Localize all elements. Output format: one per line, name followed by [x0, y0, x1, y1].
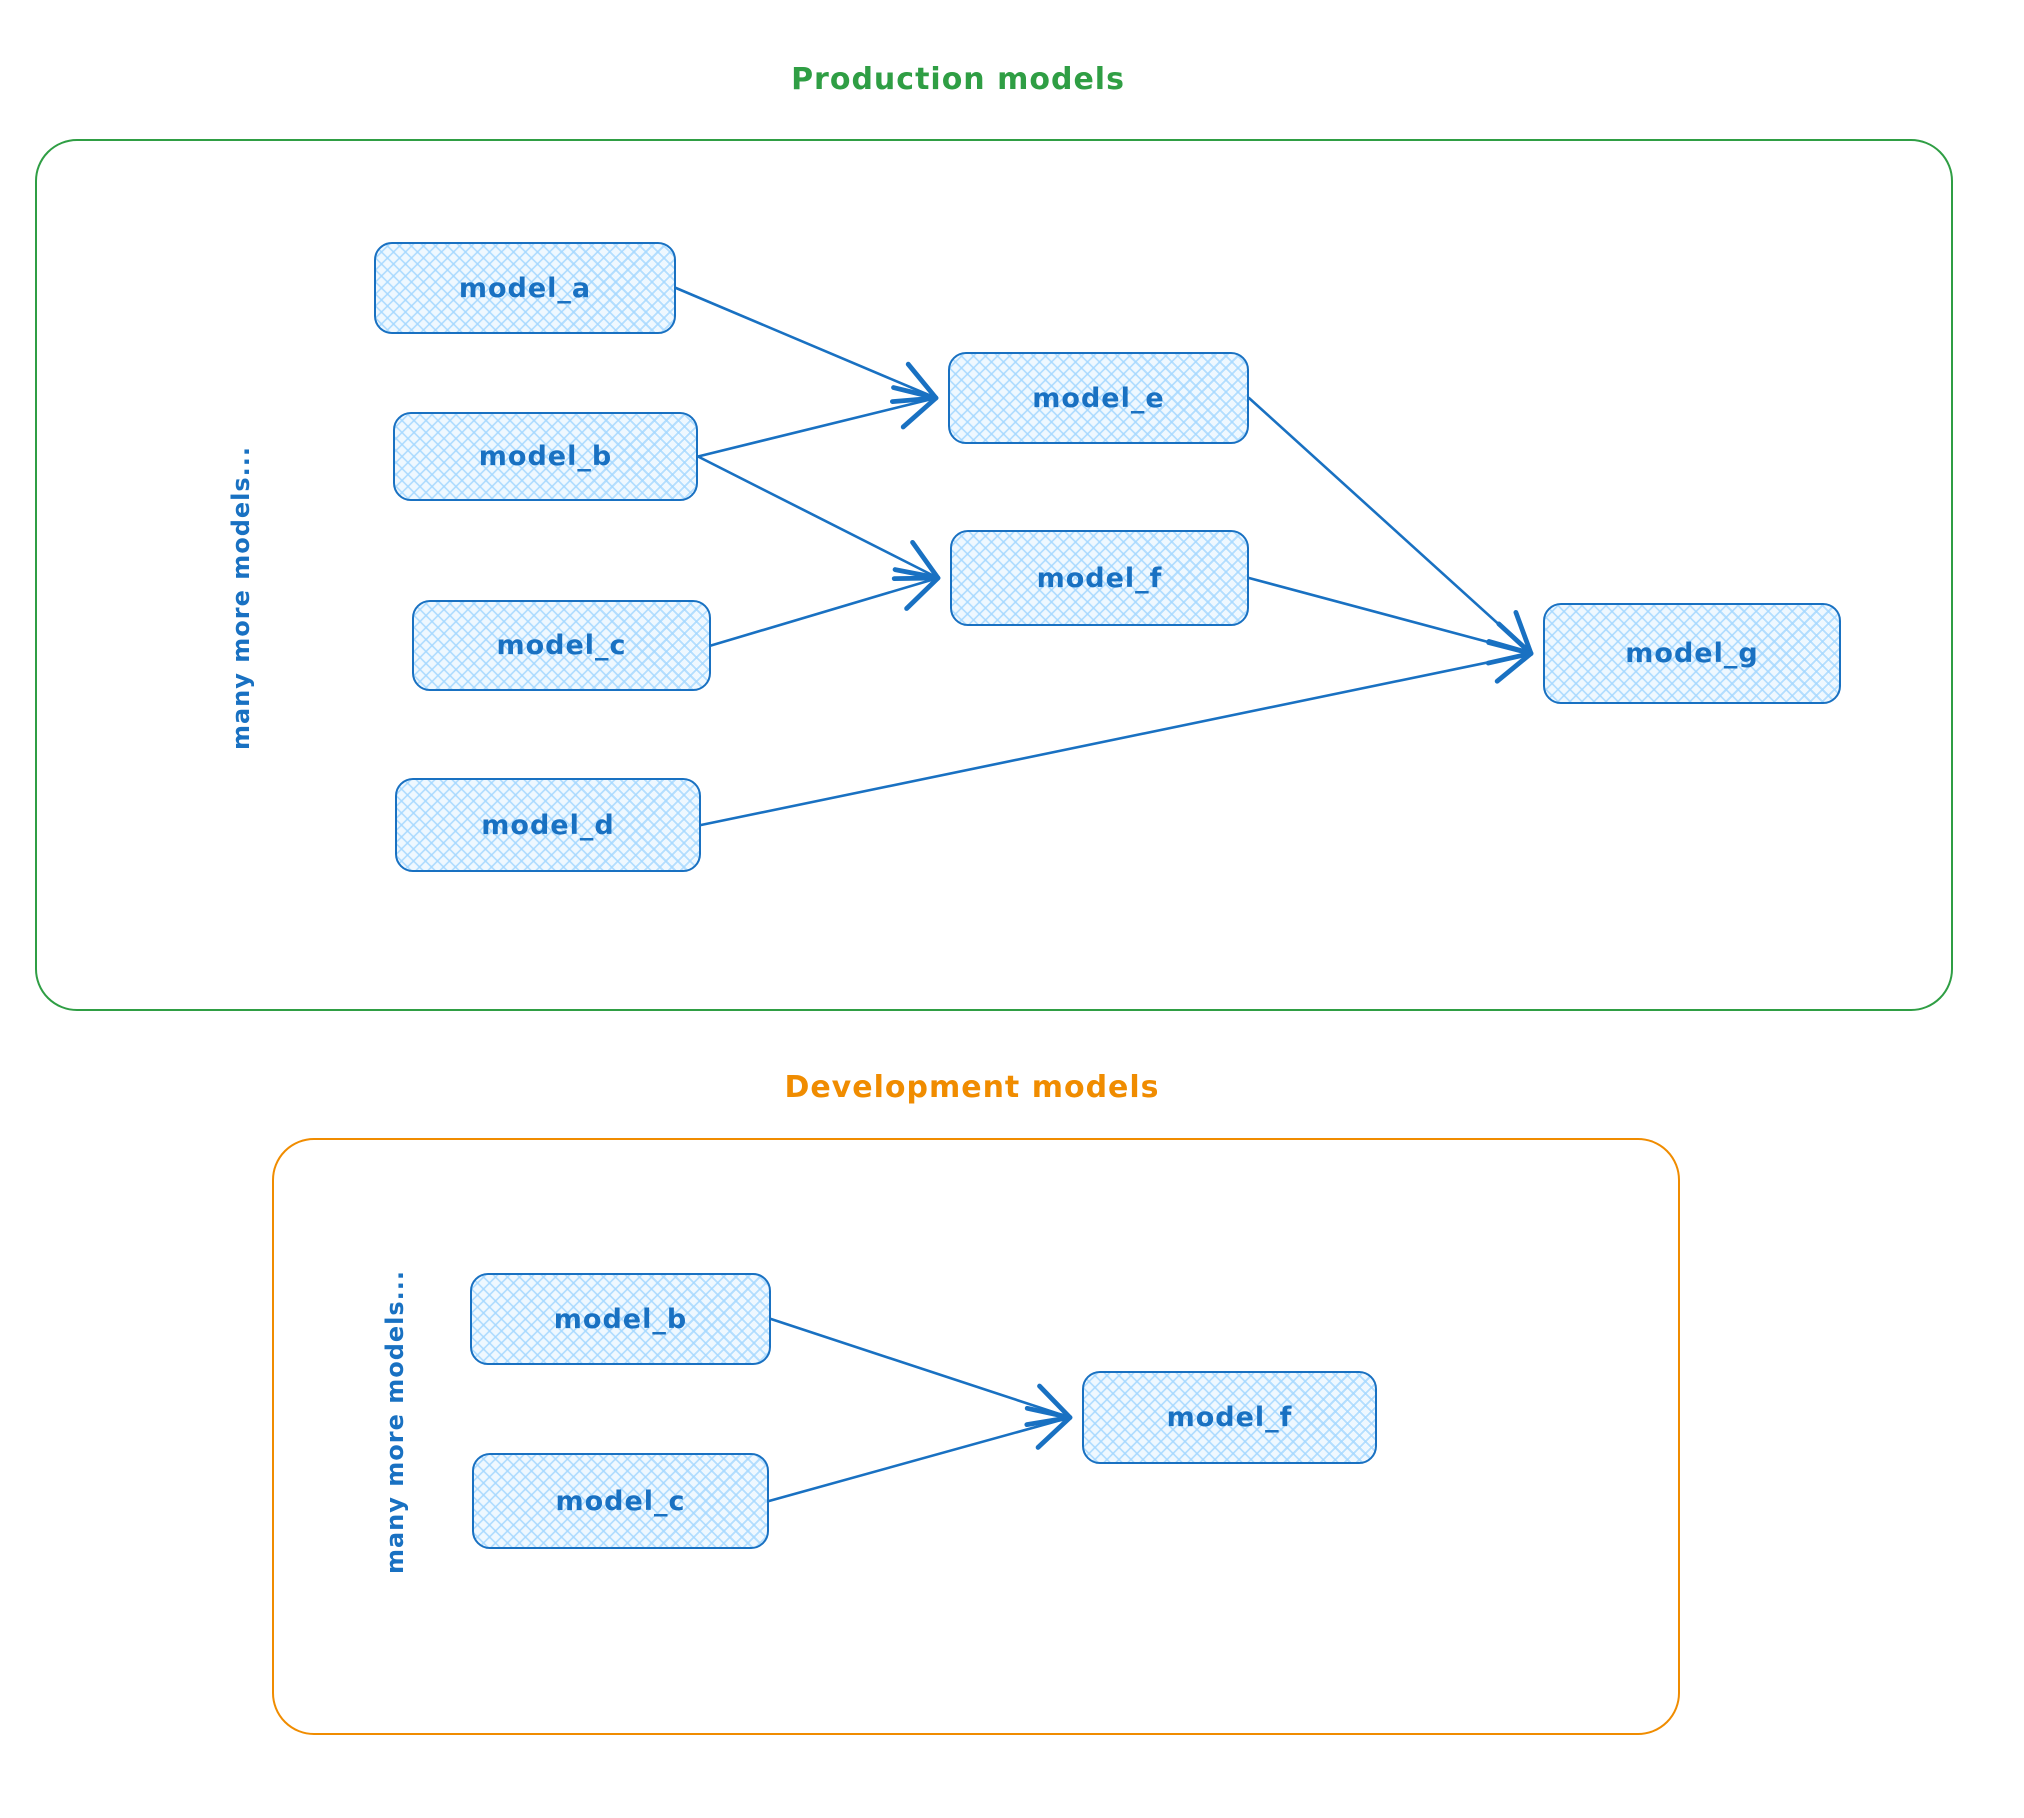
- production-section-title: Production models: [791, 62, 1125, 97]
- production-container: [35, 139, 1953, 1011]
- production-more-models-label: many more models...: [227, 445, 255, 751]
- node-production-model-a: model_a: [374, 242, 676, 334]
- development-section-title: Development models: [784, 1070, 1160, 1105]
- node-production-model-f: model_f: [950, 530, 1249, 626]
- development-container: [272, 1138, 1680, 1735]
- node-production-model-g: model_g: [1543, 603, 1841, 704]
- node-production-model-b: model_b: [393, 412, 698, 501]
- development-more-models-label: many more models...: [381, 1269, 409, 1575]
- node-development-model-c: model_c: [472, 1453, 769, 1549]
- node-production-model-c: model_c: [412, 600, 711, 691]
- node-production-model-e: model_e: [948, 352, 1249, 444]
- node-production-model-d: model_d: [395, 778, 701, 872]
- node-development-model-f: model_f: [1082, 1371, 1377, 1464]
- node-development-model-b: model_b: [470, 1273, 771, 1365]
